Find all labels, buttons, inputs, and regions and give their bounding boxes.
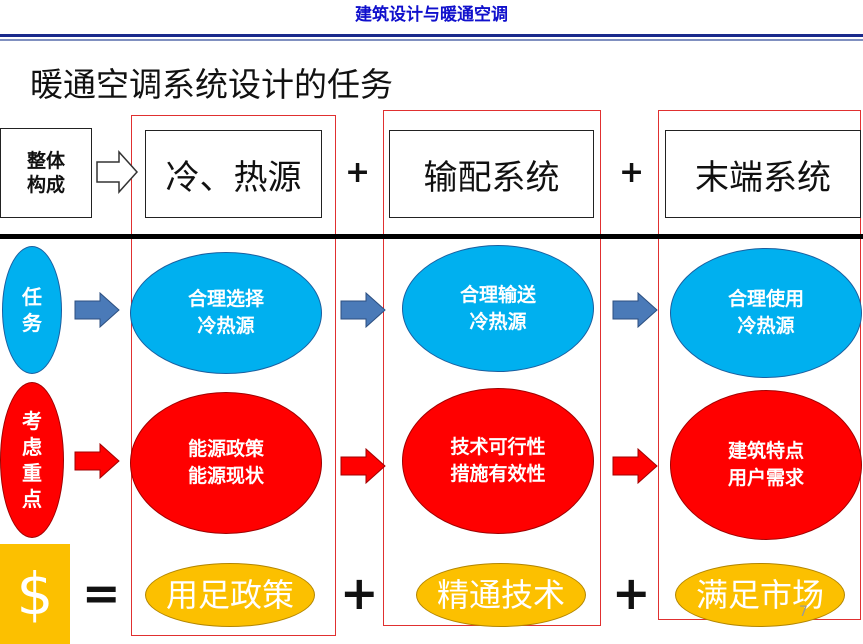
task-label-char-1: 任	[22, 285, 42, 309]
task-label: 任 务	[2, 246, 62, 374]
task-label-char-2: 务	[22, 311, 42, 335]
focus-terminal-line-1: 建筑特点	[727, 440, 804, 462]
section-divider	[0, 234, 863, 239]
blue-arrow-icon	[74, 292, 120, 328]
header-divider	[0, 34, 863, 37]
dollar-icon: $	[0, 544, 70, 644]
task-distribution-line-2: 冷热源	[469, 310, 527, 333]
task-source-line-2: 冷热源	[197, 315, 255, 337]
focus-label-char-1: 考	[22, 409, 42, 433]
blue-arrow-icon	[340, 292, 386, 328]
focus-ellipse-terminal: 建筑特点 用户需求	[670, 390, 862, 540]
overall-structure-label-1: 整体	[26, 150, 65, 172]
focus-source-line-2: 能源现状	[187, 465, 264, 487]
column-frame-source	[131, 115, 336, 636]
focus-ellipse-distribution: 技术可行性 措施有效性	[402, 388, 594, 534]
slide-title: 暖通空调系统设计的任务	[30, 65, 393, 104]
red-arrow-icon	[74, 443, 120, 479]
header-title: 建筑设计与暖通空调	[355, 5, 508, 25]
plus-sign-2: +	[619, 155, 645, 190]
focus-label-char-4: 点	[22, 487, 42, 511]
page-number: 7	[799, 604, 808, 620]
market-ellipse: 满足市场	[675, 563, 845, 627]
overall-structure-label-2: 构成	[26, 174, 65, 196]
distribution-box: 输配系统	[389, 130, 594, 218]
header-divider-thin	[0, 39, 863, 41]
task-ellipse-source: 合理选择 冷热源	[130, 252, 322, 374]
source-box: 冷、热源	[145, 130, 322, 218]
outline-arrow-icon	[96, 150, 139, 194]
equals-sign: =	[82, 566, 121, 620]
red-arrow-icon	[612, 448, 658, 484]
plus-sign-3: +	[340, 566, 379, 620]
focus-distribution-line-1: 技术可行性	[450, 436, 546, 458]
focus-source-line-1: 能源政策	[187, 438, 264, 460]
terminal-box: 末端系统	[665, 130, 861, 218]
overall-structure-box: 整体 构成	[0, 128, 92, 218]
plus-sign-4: +	[612, 566, 651, 620]
focus-label: 考 虑 重 点	[0, 382, 64, 538]
focus-distribution-line-2: 措施有效性	[450, 463, 546, 485]
task-terminal-line-1: 合理使用	[727, 288, 804, 310]
blue-arrow-icon	[612, 292, 658, 328]
task-distribution-line-1: 合理输送	[459, 283, 536, 306]
task-ellipse-terminal: 合理使用 冷热源	[670, 248, 862, 378]
technology-ellipse: 精通技术	[416, 563, 586, 627]
focus-label-char-3: 重	[22, 461, 42, 485]
focus-ellipse-source: 能源政策 能源现状	[130, 392, 322, 534]
task-ellipse-distribution: 合理输送 冷热源	[402, 245, 594, 372]
focus-label-char-2: 虑	[22, 435, 42, 459]
policy-ellipse: 用足政策	[145, 563, 315, 627]
focus-terminal-line-2: 用户需求	[727, 467, 804, 489]
task-source-line-1: 合理选择	[187, 288, 264, 310]
red-arrow-icon	[340, 448, 386, 484]
plus-sign-1: +	[345, 155, 371, 190]
task-terminal-line-2: 冷热源	[737, 315, 795, 337]
